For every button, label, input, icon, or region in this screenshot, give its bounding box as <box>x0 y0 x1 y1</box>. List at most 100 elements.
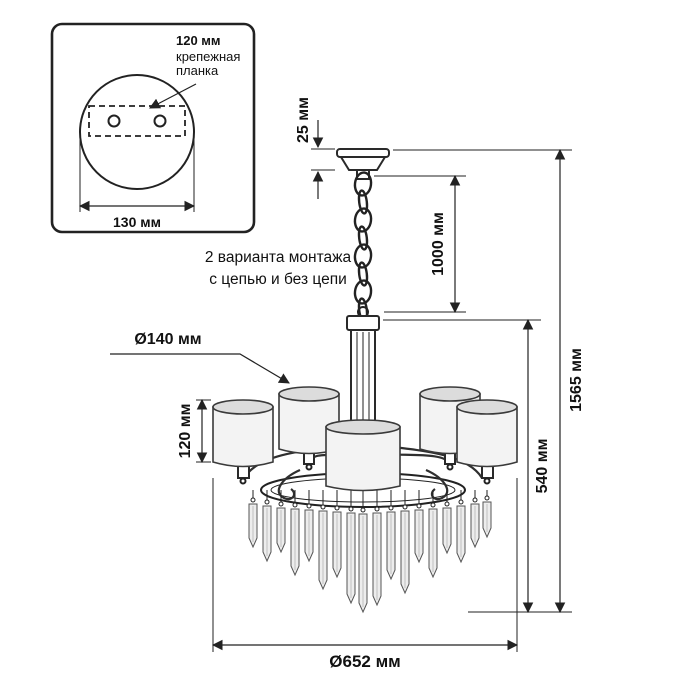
shade-2 <box>278 386 340 455</box>
crystal-drop <box>262 490 272 563</box>
crystal-bead <box>264 499 270 505</box>
crystal-bead <box>402 504 408 510</box>
total-height-value: 1565 мм <box>568 348 585 412</box>
body-height-value: 540 мм <box>534 439 551 494</box>
crystal-bead <box>334 505 340 511</box>
chain-link <box>353 207 373 233</box>
crystal-drop <box>346 490 356 605</box>
shade-body <box>325 426 401 492</box>
crystal-drop <box>470 490 480 549</box>
crystal-bead <box>278 501 284 507</box>
plate-leader-line <box>149 83 197 109</box>
crystal-drop <box>386 490 396 581</box>
shade-diameter-label: Ø140 мм <box>110 331 290 384</box>
screw-hole-right <box>153 114 167 128</box>
shade-top <box>325 419 401 435</box>
crystal-drop <box>248 490 258 549</box>
cup-ball <box>483 477 491 485</box>
chain-link <box>353 279 373 305</box>
plate-length-label: 120 мм <box>176 33 221 48</box>
suspension-chain <box>353 171 373 323</box>
overall-diameter-value: Ø652 мм <box>329 652 400 671</box>
mounting-note: 2 варианта монтажа с цепью и без цепи <box>205 249 352 288</box>
chandelier-drawing <box>212 148 518 614</box>
crystal-drop <box>290 490 300 577</box>
crystal-drop <box>332 490 342 579</box>
crystal-drop <box>482 490 492 539</box>
shade-body <box>456 406 518 468</box>
crystal-bead <box>484 495 490 501</box>
chain-length-value: 1000 мм <box>430 212 447 276</box>
crystal-drop <box>304 490 314 563</box>
plate-width-value: 130 мм <box>113 214 161 230</box>
mounting-plate-inset: 120 мм крепежная планка 130 мм <box>50 22 256 234</box>
mounting-plate-outline <box>88 105 186 137</box>
mounting-note-line1: 2 варианта монтажа <box>205 249 352 266</box>
crystal-drops <box>248 490 492 614</box>
canopy-body <box>339 156 387 171</box>
crystal-drop <box>276 490 286 554</box>
shade-diameter-value: Ø140 мм <box>134 331 201 348</box>
crystal-drop <box>318 490 328 591</box>
crystal-bead <box>458 499 464 505</box>
crystal-drop <box>358 490 368 614</box>
plate-label-line2: планка <box>176 63 219 78</box>
body-height-dimension: 540 мм <box>383 318 551 614</box>
crystal-drop <box>456 490 466 564</box>
shade-5 <box>456 399 518 468</box>
screw-hole-left <box>107 114 121 128</box>
crystal-bead <box>430 502 436 508</box>
chain-link <box>357 225 369 251</box>
inset-border <box>50 22 256 234</box>
shade-top <box>278 386 340 402</box>
crystal-bead <box>416 503 422 509</box>
crystal-bead <box>250 497 256 503</box>
mounting-note-line2: с цепью и без цепи <box>209 271 347 288</box>
crystal-bead <box>348 506 354 512</box>
scroll-curl-left <box>277 468 301 501</box>
chain-link <box>353 171 373 197</box>
chain-link <box>353 243 373 269</box>
shade-body <box>212 406 274 468</box>
shade-top <box>456 399 518 415</box>
shade-top <box>419 386 481 402</box>
crystal-bead <box>388 505 394 511</box>
crystal-drop <box>442 490 452 555</box>
crystal-drop <box>400 490 410 595</box>
crystal-bead <box>306 503 312 509</box>
canopy-height-dimension: 25 мм <box>295 97 335 199</box>
plate-width-dimension: 130 мм <box>78 138 196 230</box>
chain-length-dimension: 1000 мм <box>374 174 466 314</box>
canopy-height-value: 25 мм <box>295 97 312 143</box>
cup-ball <box>446 463 454 471</box>
chain-link <box>357 189 369 215</box>
crystal-drop <box>414 490 424 564</box>
crystal-bead <box>292 502 298 508</box>
plate-label-line1: крепежная <box>176 49 240 64</box>
leader-line <box>110 353 290 384</box>
scroll-curl-right <box>425 468 449 501</box>
crystal-bead <box>374 506 380 512</box>
total-height-dimension: 1565 мм <box>393 148 585 614</box>
shade-height-dimension: 120 мм <box>177 398 211 464</box>
cup-ball <box>305 463 313 471</box>
dimension-annotations: 25 мм 1000 мм 1565 мм 540 мм Ø140 мм <box>110 97 585 671</box>
shade-1 <box>212 399 274 468</box>
crystal-drop <box>372 490 382 607</box>
ceiling-cup-outline <box>79 74 195 190</box>
cup-ball <box>239 477 247 485</box>
overall-diameter-dimension: Ø652 мм <box>211 478 519 671</box>
lamp-shades <box>212 386 518 492</box>
crystal-drop <box>428 490 438 579</box>
crystal-bead <box>320 504 326 510</box>
crystal-bead <box>360 507 366 513</box>
crystal-bead <box>472 497 478 503</box>
ceiling-canopy <box>336 148 390 180</box>
shade-top <box>212 399 274 415</box>
chain-link <box>357 261 369 287</box>
shade-3 <box>325 419 401 492</box>
shade-height-value: 120 мм <box>177 404 194 459</box>
column-cap <box>346 315 380 331</box>
